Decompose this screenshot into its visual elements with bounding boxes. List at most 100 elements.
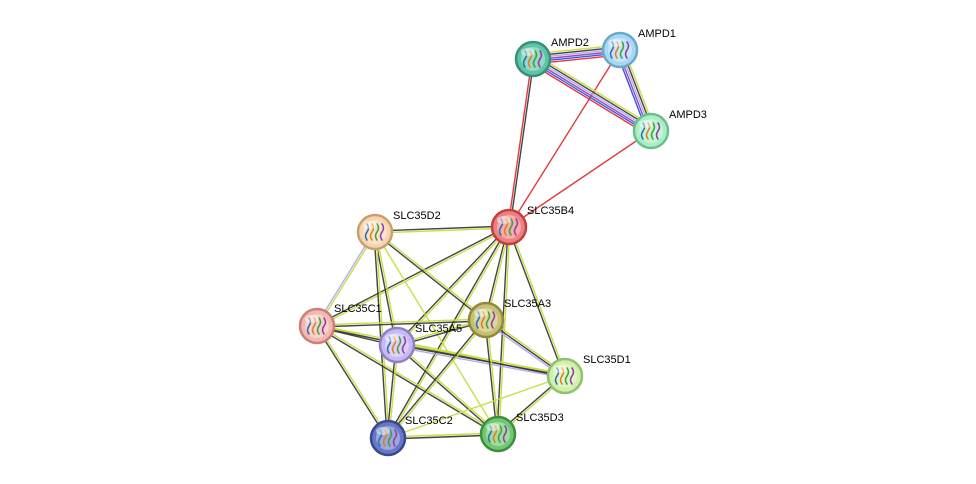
edge-line-coexpression xyxy=(388,434,499,440)
edge-line-textmining xyxy=(375,231,399,345)
edge-slc35d1-slc35c2 xyxy=(387,375,566,439)
helix-mark xyxy=(396,336,402,354)
helix-mark xyxy=(537,50,543,68)
protein-structure-icon xyxy=(609,41,630,59)
helix-mark xyxy=(392,429,398,447)
helix-mark xyxy=(502,425,508,443)
helix-mark xyxy=(645,122,651,140)
node-slc35c1[interactable]: SLC35C1 xyxy=(298,303,382,345)
helix-mark xyxy=(391,336,397,354)
edge-line-purple xyxy=(532,59,651,133)
edge-line-coexpression xyxy=(316,326,498,436)
protein-structure-icon xyxy=(522,50,543,68)
node-highlight xyxy=(363,221,377,229)
node-label: SLC35D2 xyxy=(393,210,441,222)
protein-structure-icon xyxy=(498,218,519,236)
edge-slc35a5-slc35d3 xyxy=(395,343,500,436)
helix-mark xyxy=(386,336,392,354)
helix-mark xyxy=(497,425,503,443)
edge-line-coexpression xyxy=(373,232,486,322)
edge-line-textmining xyxy=(317,324,499,434)
protein-structure-icon xyxy=(487,425,508,443)
helix-mark xyxy=(569,367,575,385)
edge-line-textmining xyxy=(375,227,510,234)
node-slc35d2[interactable]: SLC35D2 xyxy=(356,210,441,251)
edge-slc35d2-slc35c1 xyxy=(315,231,377,327)
helix-mark xyxy=(485,311,491,329)
node-label: SLC35A3 xyxy=(504,298,551,310)
helix-mark xyxy=(475,311,481,329)
edge-line-textmining xyxy=(486,319,500,434)
edge-slc35a5-slc35d1 xyxy=(396,342,566,379)
protein-structure-icon xyxy=(306,317,327,335)
edge-line-homology xyxy=(533,57,652,131)
edge-slc35a3-slc35d3 xyxy=(484,319,500,435)
edge-line-textmining xyxy=(397,342,566,375)
edge-ampd2-ampd3 xyxy=(530,54,654,136)
node-label: SLC35D1 xyxy=(583,354,631,366)
helix-mark xyxy=(490,311,496,329)
edge-slc35b4-slc35a5 xyxy=(395,225,511,347)
node-highlight xyxy=(486,423,500,431)
edge-line-experiments xyxy=(508,49,621,228)
helix-mark xyxy=(369,223,375,241)
edge-line-coexpression xyxy=(507,227,565,377)
node-slc35b4[interactable]: SLC35B4 xyxy=(490,205,574,246)
edge-line-textmining xyxy=(397,227,511,347)
node-slc35d1[interactable]: SLC35D1 xyxy=(546,354,631,395)
edge-slc35b4-slc35d1 xyxy=(507,226,567,377)
helix-mark xyxy=(487,425,493,443)
node-ampd1[interactable]: AMPD1 xyxy=(601,28,676,69)
helix-mark xyxy=(316,317,322,335)
helix-mark xyxy=(564,367,570,385)
protein-structure-icon xyxy=(640,122,661,140)
edge-line-coexpression xyxy=(374,225,509,232)
edge-slc35b4-ampd3 xyxy=(508,130,652,228)
helix-mark xyxy=(527,50,533,68)
helix-mark xyxy=(364,223,370,241)
edge-line-textmining xyxy=(397,343,500,434)
edge-line-coexpression xyxy=(395,225,509,345)
protein-structure-icon xyxy=(364,223,385,241)
helix-mark xyxy=(379,223,385,241)
node-highlight xyxy=(639,120,653,128)
node-label: AMPD1 xyxy=(638,28,676,40)
node-highlight xyxy=(305,315,319,323)
node-slc35c2[interactable]: SLC35C2 xyxy=(369,415,453,457)
helix-mark xyxy=(522,50,528,68)
edge-slc35b4-ampd1 xyxy=(508,49,621,228)
nodes-layer: SLC35B4AMPD2AMPD1AMPD3SLC35D2SLC35C1SLC3… xyxy=(298,28,707,457)
node-highlight xyxy=(553,365,567,373)
edge-slc35c1-slc35a3 xyxy=(316,318,487,328)
edge-line-textmining xyxy=(388,227,511,439)
protein-structure-icon xyxy=(377,429,398,447)
edge-line-experiments xyxy=(530,62,649,136)
edge-line-coexpression xyxy=(534,55,653,130)
helix-mark xyxy=(387,429,393,447)
edge-line-textmining xyxy=(535,54,654,128)
helix-mark xyxy=(374,223,380,241)
protein-structure-icon xyxy=(554,367,575,385)
helix-mark xyxy=(492,425,498,443)
helix-mark xyxy=(619,41,625,59)
edge-line-textmining xyxy=(317,325,390,438)
edge-line-coexpression xyxy=(509,59,535,228)
node-slc35d3[interactable]: SLC35D3 xyxy=(479,412,564,453)
node-label: SLC35C1 xyxy=(334,303,382,315)
edge-line-homology xyxy=(396,346,565,379)
edge-line-textmining xyxy=(317,232,377,327)
edge-line-textmining xyxy=(388,320,488,440)
node-label: AMPD2 xyxy=(551,37,589,49)
helix-mark xyxy=(401,336,407,354)
node-ampd2[interactable]: AMPD2 xyxy=(514,37,589,78)
helix-mark xyxy=(559,367,565,385)
node-label: SLC35A5 xyxy=(415,323,462,335)
node-ampd3[interactable]: AMPD3 xyxy=(632,109,707,150)
node-slc35a3[interactable]: SLC35A3 xyxy=(467,298,551,339)
edge-line-textmining xyxy=(509,226,567,376)
edge-line-experiments xyxy=(508,130,652,228)
helix-mark xyxy=(609,41,615,59)
node-slc35a5[interactable]: SLC35A5 xyxy=(378,323,462,364)
node-label: SLC35C2 xyxy=(405,415,453,427)
